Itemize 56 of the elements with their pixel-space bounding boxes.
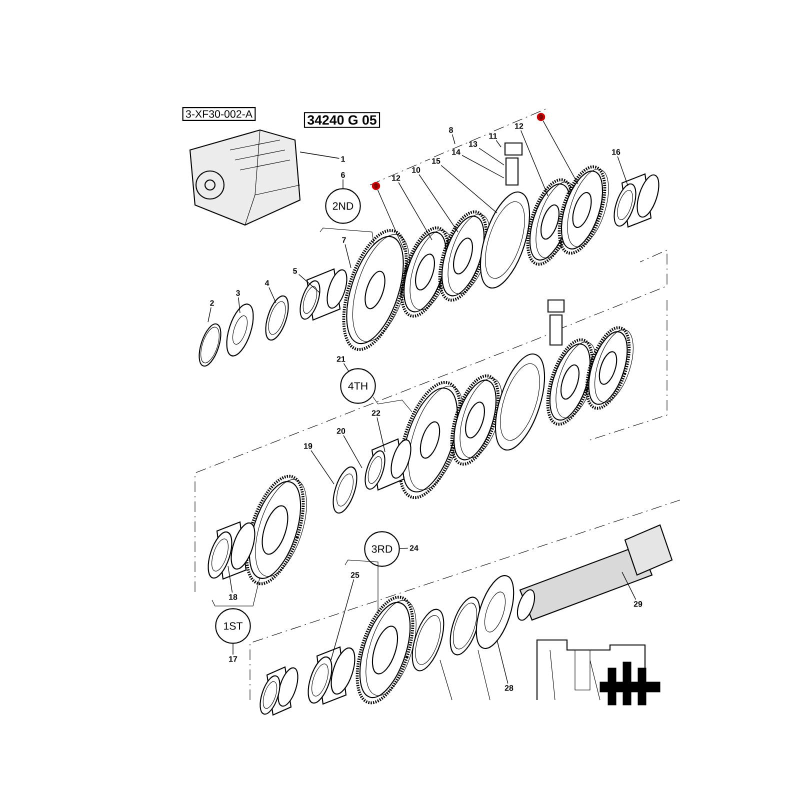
callout-number: 15	[432, 158, 440, 164]
callout-number: 6	[341, 172, 345, 178]
callout-number: 25	[350, 572, 360, 578]
connector-line	[342, 179, 344, 188]
leader-line	[462, 154, 504, 178]
leader-line	[238, 297, 240, 314]
connector-line	[343, 363, 349, 372]
leader-line	[496, 640, 508, 684]
callout-number: 12	[515, 123, 524, 129]
leader-line	[542, 120, 578, 184]
leader-line	[268, 287, 276, 304]
callout-number: 20	[336, 428, 346, 434]
leader-line	[622, 572, 636, 600]
callout-number: 13	[469, 141, 478, 147]
callout-number: 22	[372, 410, 380, 416]
callout-number: 24	[410, 545, 418, 551]
leader-line	[398, 182, 432, 240]
callout-number: 21	[336, 356, 346, 362]
leader-line	[418, 174, 458, 232]
leader-line	[520, 130, 548, 196]
callout-number: 19	[304, 443, 312, 449]
callout-number: 17	[229, 656, 238, 662]
leader-line	[228, 566, 233, 593]
leader-line	[496, 140, 502, 148]
callout-number: 16	[612, 149, 620, 155]
leader-line	[300, 152, 340, 159]
callout-number: 7	[342, 237, 346, 243]
leader-line	[377, 190, 404, 250]
callout-number: 28	[504, 685, 514, 691]
leader-line	[298, 274, 320, 294]
leader-line	[208, 307, 212, 322]
connector-line	[400, 548, 408, 549]
drawing-code-box: 3-XF30-002-A	[182, 107, 256, 121]
leader-line	[330, 579, 354, 660]
callout-number: 29	[634, 601, 642, 607]
callout-number: 2	[210, 300, 214, 306]
part-number-box: 34240 G 05	[304, 112, 380, 128]
leader-line	[344, 244, 352, 268]
callout-number: 3	[236, 290, 240, 296]
leader-line	[452, 134, 456, 144]
callout-number: 5	[293, 268, 297, 274]
callout-number: 11	[489, 133, 497, 139]
leader-line	[440, 165, 498, 214]
callout-number: 10	[412, 167, 420, 173]
leader-line	[343, 435, 362, 468]
callout-number: 8	[449, 127, 453, 133]
leader-line	[617, 156, 628, 186]
connector-line	[232, 644, 234, 655]
leader-line	[310, 450, 334, 484]
callout-number: 12	[392, 175, 400, 181]
leader-line	[478, 148, 504, 166]
callout-number: 18	[229, 594, 238, 600]
leader-line	[376, 417, 386, 452]
callout-number: 14	[452, 149, 460, 155]
callout-number: 1	[341, 156, 345, 162]
callout-number: 4	[264, 280, 270, 286]
